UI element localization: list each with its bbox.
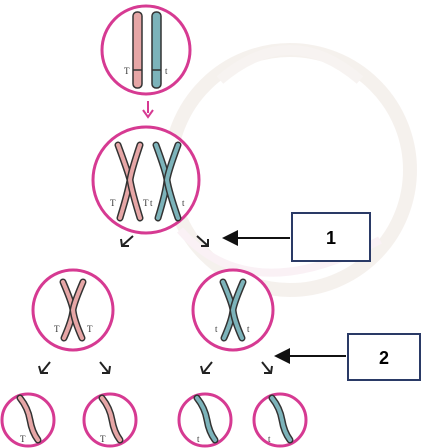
allele-dominant: T xyxy=(110,198,116,208)
allele-dominant: T xyxy=(100,434,106,444)
allele-dominant: T xyxy=(124,66,130,76)
label-1: 1 xyxy=(326,228,336,248)
arrow-left-meiosis-1 xyxy=(121,236,133,246)
allele-dominant: T xyxy=(20,434,26,444)
homolog-pair-circle: T t xyxy=(102,6,190,94)
label-2: 2 xyxy=(379,348,389,368)
pink-chromosome xyxy=(133,12,142,88)
daughter-cell-left: T T xyxy=(33,270,113,350)
arrows-meiosis-2 xyxy=(39,362,272,373)
pink-arrow-down xyxy=(143,101,153,117)
teal-chromosome xyxy=(152,12,161,88)
gamete-1: T xyxy=(2,394,54,446)
replicated-pair-circle: T T t t xyxy=(93,127,199,233)
daughter-cell-right: t t xyxy=(193,270,273,350)
allele-dominant: T xyxy=(87,324,93,334)
gamete-3: t xyxy=(179,394,231,446)
callout-1: 1 xyxy=(226,213,370,261)
gamete-2: T xyxy=(84,394,136,446)
allele-dominant: T xyxy=(143,198,149,208)
watermark-logo xyxy=(170,50,410,290)
allele-dominant: T xyxy=(54,324,60,334)
gamete-4: t xyxy=(254,394,306,446)
callout-2: 2 xyxy=(278,334,420,380)
